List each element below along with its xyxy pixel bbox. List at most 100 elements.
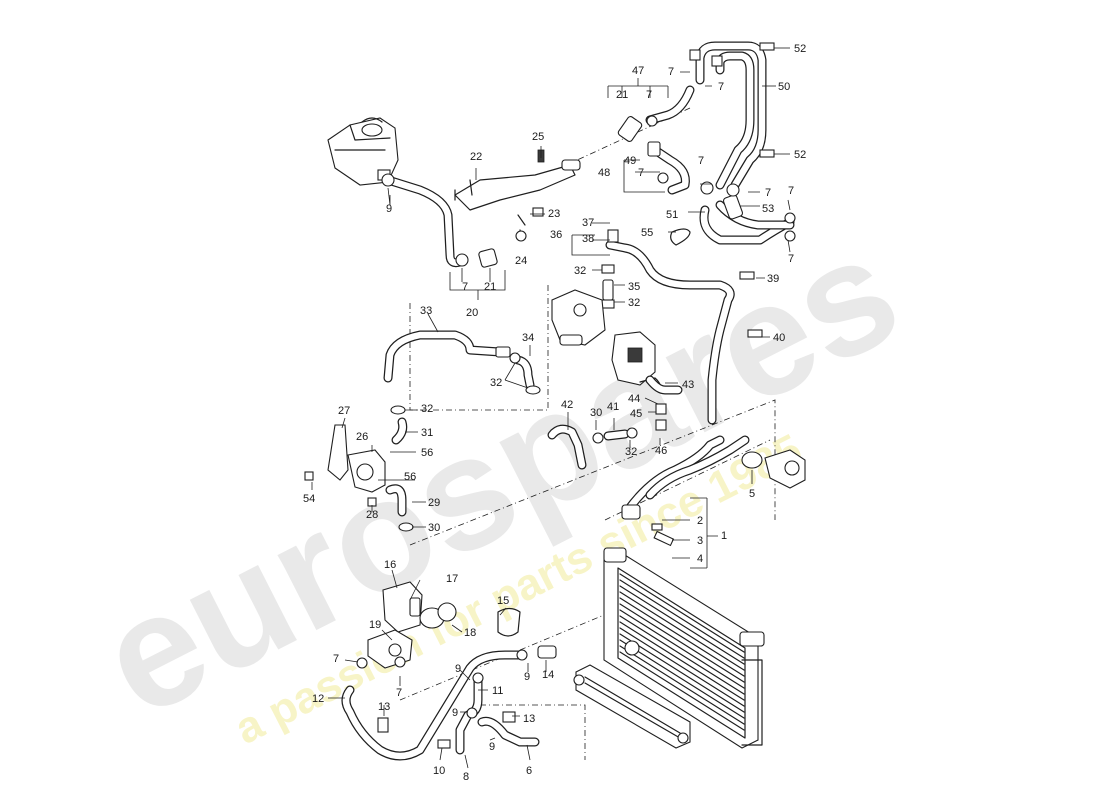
callout-56: 56	[404, 471, 416, 483]
callout-5: 5	[749, 488, 755, 500]
callout-13: 13	[378, 701, 390, 713]
callout-16: 16	[384, 559, 396, 571]
callout-53: 53	[762, 203, 774, 215]
callout-40: 40	[773, 332, 785, 344]
radiator-fin	[619, 585, 745, 665]
callout-11: 11	[492, 685, 503, 697]
callout-21: 21	[484, 281, 496, 293]
callout-13: 13	[523, 713, 535, 725]
hose-assembly-48	[617, 85, 695, 195]
radiator-fin	[619, 639, 745, 719]
callout-52: 52	[794, 43, 806, 55]
callout-21: 21	[616, 89, 628, 101]
expansion-tank	[327, 117, 399, 186]
radiator-fin	[619, 621, 745, 701]
callout-19: 19	[369, 619, 381, 631]
callout-41: 41	[607, 401, 619, 413]
callout-9: 9	[452, 707, 458, 719]
callout-9: 9	[386, 203, 392, 215]
callout-14: 14	[542, 669, 554, 681]
callout-34: 34	[522, 332, 534, 344]
radiator-fin	[619, 573, 745, 653]
radiator-fin	[619, 651, 745, 731]
callout-35: 35	[628, 281, 640, 293]
callout-23: 23	[548, 208, 560, 220]
callout-7: 7	[396, 687, 402, 699]
callout-2: 2	[697, 515, 703, 527]
callout-25: 25	[532, 131, 544, 143]
callout-50: 50	[778, 81, 790, 93]
callout-51: 51	[666, 209, 678, 221]
radiator-fin	[619, 609, 745, 689]
callout-32: 32	[628, 297, 640, 309]
pipe-assembly-36	[601, 228, 763, 425]
callout-18: 18	[464, 627, 476, 639]
hose-assembly-33	[383, 330, 541, 395]
callout-27: 27	[338, 405, 350, 417]
callout-45: 45	[630, 408, 642, 420]
radiator-fin	[619, 645, 745, 725]
callout-32: 32	[574, 265, 586, 277]
callout-32: 32	[625, 446, 637, 458]
radiator-fin	[619, 579, 745, 659]
radiator-fin	[619, 591, 745, 671]
callout-7: 7	[698, 155, 704, 167]
callout-56: 56	[421, 447, 433, 459]
callout-44: 44	[628, 393, 640, 405]
callout-31: 31	[421, 427, 433, 439]
callout-7: 7	[718, 81, 724, 93]
radiator-fin	[619, 633, 745, 713]
callout-15: 15	[497, 595, 509, 607]
callout-8: 8	[463, 771, 469, 783]
callout-24: 24	[515, 255, 527, 267]
callout-9: 9	[489, 741, 495, 753]
callout-7: 7	[668, 66, 674, 78]
callout-48: 48	[598, 167, 610, 179]
callout-47: 47	[632, 65, 644, 77]
callout-43: 43	[682, 379, 694, 391]
valve-assembly-16	[341, 581, 557, 761]
condenser	[573, 664, 691, 749]
callout-30: 30	[428, 522, 440, 534]
callout-37: 37	[582, 217, 594, 229]
callout-7: 7	[646, 89, 652, 101]
callout-26: 26	[356, 431, 368, 443]
callout-20: 20	[466, 307, 478, 319]
callout-22: 22	[470, 151, 482, 163]
callout-10: 10	[433, 765, 445, 777]
callout-28: 28	[366, 509, 378, 521]
lower-hose-8	[377, 672, 540, 755]
callout-33: 33	[420, 305, 432, 317]
callout-36: 36	[550, 229, 562, 241]
callout-6: 6	[526, 765, 532, 777]
leader-lines	[311, 47, 791, 769]
callout-30: 30	[590, 407, 602, 419]
callout-54: 54	[303, 493, 315, 505]
hose-assembly-50	[689, 41, 796, 245]
radiator-fin	[619, 597, 745, 677]
callout-7: 7	[333, 653, 339, 665]
callout-46: 46	[655, 445, 667, 457]
callout-42: 42	[561, 399, 573, 411]
callout-9: 9	[524, 671, 530, 683]
radiator-fin	[619, 603, 745, 683]
radiator-fin	[619, 627, 745, 707]
callout-9: 9	[455, 663, 461, 675]
callout-29: 29	[428, 497, 440, 509]
radiator-fin	[619, 615, 745, 695]
callout-49: 49	[624, 155, 636, 167]
callout-7: 7	[462, 281, 468, 293]
callout-7: 7	[788, 253, 794, 265]
callout-38: 38	[582, 233, 594, 245]
callout-52: 52	[794, 149, 806, 161]
callout-17: 17	[446, 573, 458, 585]
radiator	[603, 547, 765, 749]
main-hose-1	[621, 435, 806, 547]
callout-7: 7	[638, 167, 644, 179]
callout-32: 32	[421, 403, 433, 415]
callout-1: 1	[721, 530, 727, 542]
callout-12: 12	[312, 693, 324, 705]
hose-assembly-42	[547, 424, 638, 470]
